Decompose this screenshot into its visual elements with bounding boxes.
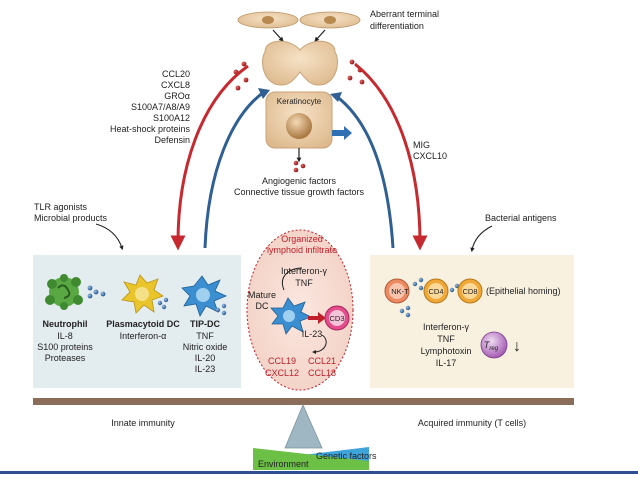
- left-mediator-list: CCL20 CXCL8 GROα S100A7/A8/A9 S100A12 He…: [110, 69, 191, 145]
- balance-bar: [33, 398, 574, 405]
- left-mediator: CXCL8: [161, 80, 190, 90]
- blue-dots: [399, 305, 411, 318]
- tipdc-line: IL-23: [195, 364, 216, 374]
- mature-dc-label-1: Mature: [248, 290, 276, 300]
- tlr-label: Microbial products: [34, 213, 108, 223]
- fulcrum: [284, 403, 323, 449]
- blue-dots: [449, 283, 460, 293]
- blue-arrow-right: [335, 94, 395, 249]
- right-mediator: CXCL10: [413, 151, 447, 161]
- pdc-line: Interferon-α: [120, 331, 167, 341]
- red-arrow-right: [354, 62, 428, 251]
- il23-arrow: [308, 312, 326, 324]
- nkt-label: NK-T: [391, 287, 409, 296]
- cd3-t-cell: [324, 305, 350, 331]
- feedback-arc-bottom: [312, 334, 327, 354]
- blue-dots: [87, 285, 106, 299]
- acquired-panel: [370, 255, 574, 388]
- nkt-cell: [384, 278, 410, 304]
- epithelial-homing-label: (Epithelial homing): [486, 286, 561, 296]
- bacterial-arrow: [470, 225, 493, 253]
- left-mediator: CCL20: [162, 69, 190, 79]
- keratinocyte-nucleus: [286, 113, 312, 139]
- connective-label: Connective tissue growth factors: [234, 187, 365, 197]
- left-mediator: GROα: [164, 91, 190, 101]
- il23-label: IL-23: [302, 329, 323, 339]
- cd8-label: CD8: [462, 287, 477, 296]
- blue-dots: [157, 297, 169, 310]
- aberrant-label-2: differentiation: [370, 21, 424, 31]
- pdc-title: Plasmacytoid DC: [106, 319, 180, 329]
- cd4-cell: [423, 278, 449, 304]
- tipdc-line: TNF: [196, 331, 214, 341]
- aberrant-label-1: Aberrant terminal: [370, 9, 439, 19]
- treg-label: Treg: [484, 340, 499, 352]
- ccl21-label: CCL21: [308, 356, 336, 366]
- neutrophil-line: IL-8: [57, 331, 73, 341]
- blue-dots: [215, 303, 227, 316]
- cd3-label: CD3: [329, 314, 344, 323]
- innate-footer: Innate immunity: [111, 418, 175, 428]
- mature-dc-label-2: DC: [256, 301, 269, 311]
- neutrophil-title: Neutrophil: [43, 319, 88, 329]
- acquired-footer: Acquired immunity (T cells): [418, 418, 526, 428]
- neutrophil-cell: [45, 274, 83, 310]
- plasmacytoid-dc-cell: [121, 274, 164, 314]
- blue-dots: [412, 277, 424, 291]
- bacterial-label: Bacterial antigens: [485, 213, 557, 223]
- down-arrow-left: [272, 29, 284, 42]
- mature-dc-cell: [270, 297, 313, 335]
- tip-dc-cell: [181, 275, 228, 317]
- organized-label-2: lymphoid infiltrate: [267, 245, 337, 255]
- down-arrow-right: [314, 29, 326, 42]
- left-mediator: S100A12: [153, 113, 190, 123]
- treg-down-arrow: ↓: [513, 338, 521, 355]
- genetic-label: Genetic factors: [316, 451, 377, 461]
- environment-label: Environment: [258, 459, 309, 469]
- keratinocyte-label: Keratinocyte: [277, 97, 322, 106]
- ccl19-label: CCL19: [268, 356, 296, 366]
- right-mediator: MIG: [413, 140, 430, 150]
- dividing-cell: [262, 40, 338, 86]
- treg-cell: [480, 331, 508, 359]
- treg-t: T: [484, 340, 491, 350]
- tlr-arrow: [95, 223, 124, 251]
- cd8-cell: [457, 278, 483, 304]
- angiogenic-label: Angiogenic factors: [262, 176, 337, 186]
- acquired-cytokine: TNF: [437, 334, 455, 344]
- organized-label-1: Organized: [281, 234, 323, 244]
- left-mediator: Defensin: [154, 135, 190, 145]
- environment-wedge: [253, 448, 369, 470]
- red-arrow-left: [170, 64, 249, 251]
- blue-arrow-left: [203, 90, 265, 249]
- bottom-rule: [0, 471, 638, 474]
- tipdc-line: Nitric oxide: [183, 342, 228, 352]
- neutrophil-line: S100 proteins: [37, 342, 93, 352]
- tlr-label: TLR agonists: [34, 202, 88, 212]
- cxcl12-label: CXCL12: [265, 368, 299, 378]
- ccl18-label: CCL18: [308, 368, 336, 378]
- feedback-arc-top: [282, 267, 303, 291]
- neutrophil-line: Proteases: [45, 353, 86, 363]
- ifn-gamma-label: Interferon-γ: [281, 266, 328, 276]
- tipdc-line: IL-20: [195, 353, 216, 363]
- aberrant-cells: [237, 11, 361, 29]
- treg-sub: reg: [489, 346, 498, 352]
- acquired-cytokine: IL-17: [436, 358, 457, 368]
- keratinocyte-blue-arrow: [332, 126, 352, 140]
- cd4-label: CD4: [428, 287, 443, 296]
- tipdc-title: TIP-DC: [190, 319, 220, 329]
- tnf-label: TNF: [295, 278, 313, 288]
- acquired-cytokine: Lymphotoxin: [421, 346, 472, 356]
- acquired-cytokine: Interferon-γ: [423, 322, 470, 332]
- left-mediator: S100A7/A8/A9: [131, 102, 190, 112]
- chemokine-dots-top: [233, 59, 365, 91]
- left-mediator: Heat-shock proteins: [110, 124, 191, 134]
